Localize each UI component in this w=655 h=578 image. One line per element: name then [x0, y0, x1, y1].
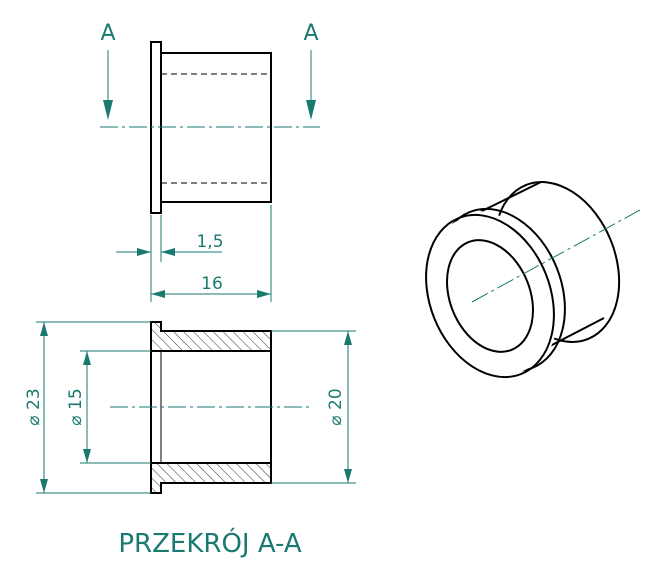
section-title: PRZEKRÓJ A-A — [118, 527, 302, 559]
iso-flange-front — [425, 213, 555, 379]
flange-thickness-label: 1,5 — [196, 232, 223, 252]
section-mark-left: A — [100, 21, 115, 46]
section-mark-right: A — [303, 21, 318, 46]
iso-flange-cover-2 — [428, 216, 552, 376]
outer-flange-diameter-label: ⌀ 23 — [24, 388, 44, 425]
section-view: ⌀ 23 ⌀ 15 ⌀ 20 PRZEKRÓJ A-A — [24, 321, 356, 559]
dimension-flange-thickness: 1,5 — [116, 215, 224, 262]
top-view: A A 1,5 16 — [100, 21, 320, 302]
section-arrow-left: A — [100, 21, 116, 120]
dimension-outer-body-diameter: ⌀ 20 — [271, 330, 356, 484]
dimension-total-length: 16 — [150, 205, 272, 302]
isometric-view — [425, 181, 641, 379]
hatch-bottom — [151, 463, 271, 493]
iso-body-top-edge — [477, 181, 542, 214]
dimension-outer-flange-diameter: ⌀ 23 — [24, 321, 151, 494]
dimension-inner-diameter: ⌀ 15 — [66, 350, 151, 464]
hatch-top — [151, 322, 271, 351]
iso-axis-line — [471, 209, 641, 303]
outer-body-diameter-label: ⌀ 20 — [326, 388, 346, 425]
total-length-label: 16 — [201, 274, 223, 294]
section-arrow-right: A — [303, 21, 319, 120]
inner-diameter-label: ⌀ 15 — [66, 388, 86, 425]
iso-bore — [446, 239, 534, 353]
